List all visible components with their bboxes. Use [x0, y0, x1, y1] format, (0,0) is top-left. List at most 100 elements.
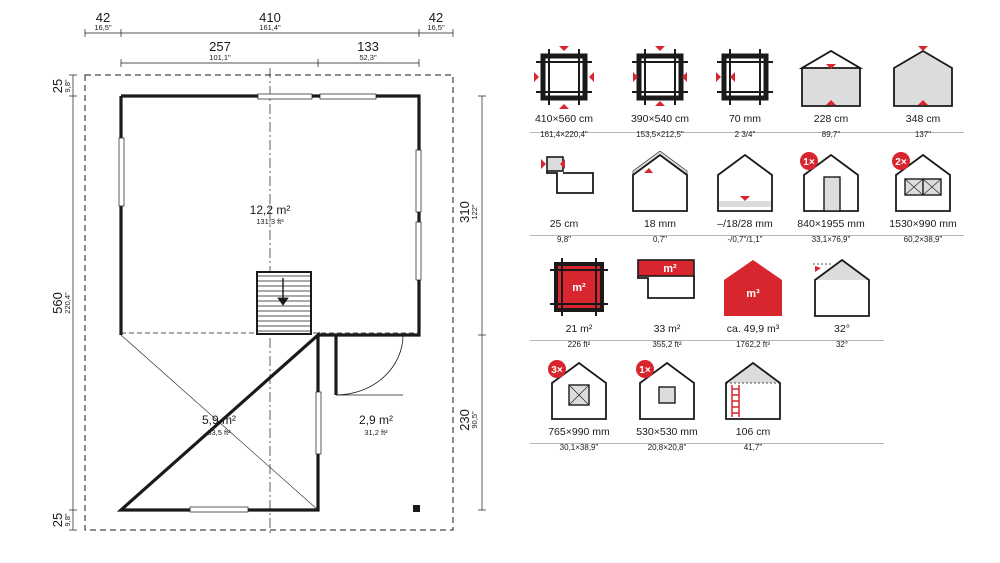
- spec-label: 410×560 cm: [534, 113, 594, 125]
- spec-sub: 89,7": [821, 130, 841, 139]
- spec-door: 1× 840×1955 mm 33,1×76,9": [790, 151, 872, 244]
- spec-ridge-height: 348 cm 137": [882, 46, 964, 139]
- spec-sub: 32°: [835, 340, 849, 349]
- dim-top-overhang-left: 42: [96, 10, 110, 25]
- side-room-area-ft: 31,2 ft²: [364, 428, 388, 437]
- dim-left-length: 560: [50, 292, 65, 314]
- spec-sub: 33,1×76,9": [811, 235, 851, 244]
- spec-sub: 30,1×38,9": [559, 443, 599, 452]
- roof-area-icon: m²: [637, 259, 695, 299]
- stair-arrow-head: [277, 297, 289, 306]
- spec-wall-thickness: 70 mm 2 3/4": [704, 46, 786, 139]
- dim-right-main-room: 310: [457, 201, 472, 223]
- spec-sub: 41,7": [743, 443, 763, 452]
- spec-label: 18 mm: [643, 218, 677, 230]
- wall-thickness-icon: [716, 49, 773, 105]
- volume-icon: m³: [724, 260, 782, 316]
- spec-outer-footprint: 410×560 cm 161,4×220,4": [523, 46, 605, 139]
- spec-label: 765×990 mm: [548, 426, 610, 438]
- roof-angle-icon: [813, 258, 870, 317]
- chimney-marker: [413, 505, 420, 512]
- floor-board-icon: [717, 153, 773, 212]
- spec-label: 390×540 cm: [630, 113, 690, 125]
- door-count-badge: 1×: [803, 157, 815, 168]
- spec-label: 25 cm: [549, 218, 579, 230]
- dim-right-side-room: 230: [457, 409, 472, 431]
- spec-sub: 9,8": [557, 235, 571, 244]
- ridge-height-icon: [893, 46, 953, 107]
- window-icon: 3×: [548, 360, 607, 420]
- spec-label: 228 cm: [813, 113, 849, 125]
- dim-main-room-width-in: 101,1": [209, 53, 231, 62]
- staircase: [256, 271, 312, 335]
- spec-label: 32°: [834, 323, 850, 335]
- spec-sub: -/0,7"/1,1": [727, 235, 763, 244]
- spec-sub: 226 ft²: [567, 340, 591, 349]
- terrace-area-ft: 63,5 ft²: [207, 428, 231, 437]
- spec-sub: 20,8×20,8": [647, 443, 687, 452]
- spec-label: 21 m²: [565, 323, 593, 335]
- dim-top-width: 410: [259, 10, 281, 25]
- spec-sub: 1762,2 ft³: [736, 340, 770, 349]
- inner-footprint-icon: [632, 46, 688, 106]
- spec-label: 70 mm: [728, 113, 762, 125]
- spec-sub: 137": [914, 130, 932, 139]
- spec-floor-area: m² 21 m² 226 ft²: [538, 256, 620, 349]
- spec-sub: 0,7": [653, 235, 667, 244]
- spec-roof-angle: 32° 32°: [801, 256, 883, 349]
- dim-top-overhang-right-in: 16,5": [427, 23, 445, 32]
- terrace-area: 5,9 m²: [202, 413, 236, 427]
- spec-sub: 355,2 ft²: [652, 340, 682, 349]
- dim-left-length-in: 220,4": [63, 292, 72, 314]
- door-icon: 1×: [800, 152, 859, 212]
- room-main-area-ft: 131,3 ft²: [256, 217, 284, 226]
- spec-roof-overhang: 25 cm 9,8": [523, 151, 605, 244]
- outer-footprint-icon: [534, 46, 594, 109]
- loft-height-icon: [725, 361, 781, 420]
- dim-right-side-room-in: 90,5": [470, 411, 479, 429]
- spec-label: ca. 49,9 m³: [726, 323, 780, 335]
- dim-top-width-in: 161,4": [259, 23, 281, 32]
- small-window-icon: 1×: [636, 360, 695, 420]
- spec-roof-board: 18 mm 0,7": [619, 151, 701, 244]
- dim-side-room-width-in: 52,3": [359, 53, 377, 62]
- small-window-count-badge: 1×: [639, 365, 651, 376]
- roof-board-icon: [632, 151, 688, 212]
- spec-volume: m³ ca. 49,9 m³ 1762,2 ft³: [712, 256, 794, 349]
- dim-left-overhang-bottom-in: 9,8": [63, 513, 72, 526]
- spec-loft-height: 106 cm 41,7": [712, 359, 794, 452]
- dim-left-overhang-top-in: 9,8": [63, 79, 72, 92]
- spec-label: 840×1955 mm: [797, 218, 865, 230]
- dim-left-overhang-top: 25: [50, 79, 65, 93]
- double-window-icon: 2×: [892, 152, 951, 212]
- dim-main-room-width: 257: [209, 39, 231, 54]
- spec-label: 348 cm: [905, 113, 941, 125]
- dim-right-main-room-in: 122": [470, 204, 479, 220]
- window-count-badge: 3×: [551, 365, 563, 376]
- dim-left-overhang-bottom: 25: [50, 513, 65, 527]
- roof-overhang-icon: [541, 156, 594, 194]
- spec-inner-footprint: 390×540 cm 153,5×212,5": [619, 46, 701, 139]
- spec-sub: 153,5×212,5": [636, 130, 684, 139]
- floor-area-icon: m²: [550, 258, 608, 316]
- spec-sub: 161,4×220,4": [540, 130, 588, 139]
- dim-top-overhang-right: 42: [429, 10, 443, 25]
- side-room-area: 2,9 m²: [359, 413, 393, 427]
- spec-roof-area: m² 33 m² 355,2 ft²: [626, 256, 708, 349]
- dim-top-overhang-left-in: 16,5": [94, 23, 112, 32]
- room-main-area: 12,2 m²: [250, 203, 291, 217]
- spec-floor-board: –/18/28 mm -/0,7"/1,1": [704, 151, 786, 244]
- spec-label: 530×530 mm: [636, 426, 698, 438]
- spec-window: 3× 765×990 mm 30,1×38,9": [538, 359, 620, 452]
- double-window-count-badge: 2×: [895, 157, 907, 168]
- floor-area-tag: m²: [572, 282, 586, 294]
- wall-height-icon: [798, 49, 864, 107]
- volume-tag: m³: [746, 288, 760, 300]
- spec-label: 1530×990 mm: [889, 218, 957, 230]
- floor-plan: 42 16,5" 410 161,4" 42 16,5" 257 101,1" …: [50, 10, 486, 535]
- spec-sub: 2 3/4": [734, 130, 756, 139]
- spec-small-window: 1× 530×530 mm 20,8×20,8": [626, 359, 708, 452]
- dim-side-room-width: 133: [357, 39, 379, 54]
- spec-label: 106 cm: [735, 426, 771, 438]
- spec-sub: 60,2×38,9": [903, 235, 943, 244]
